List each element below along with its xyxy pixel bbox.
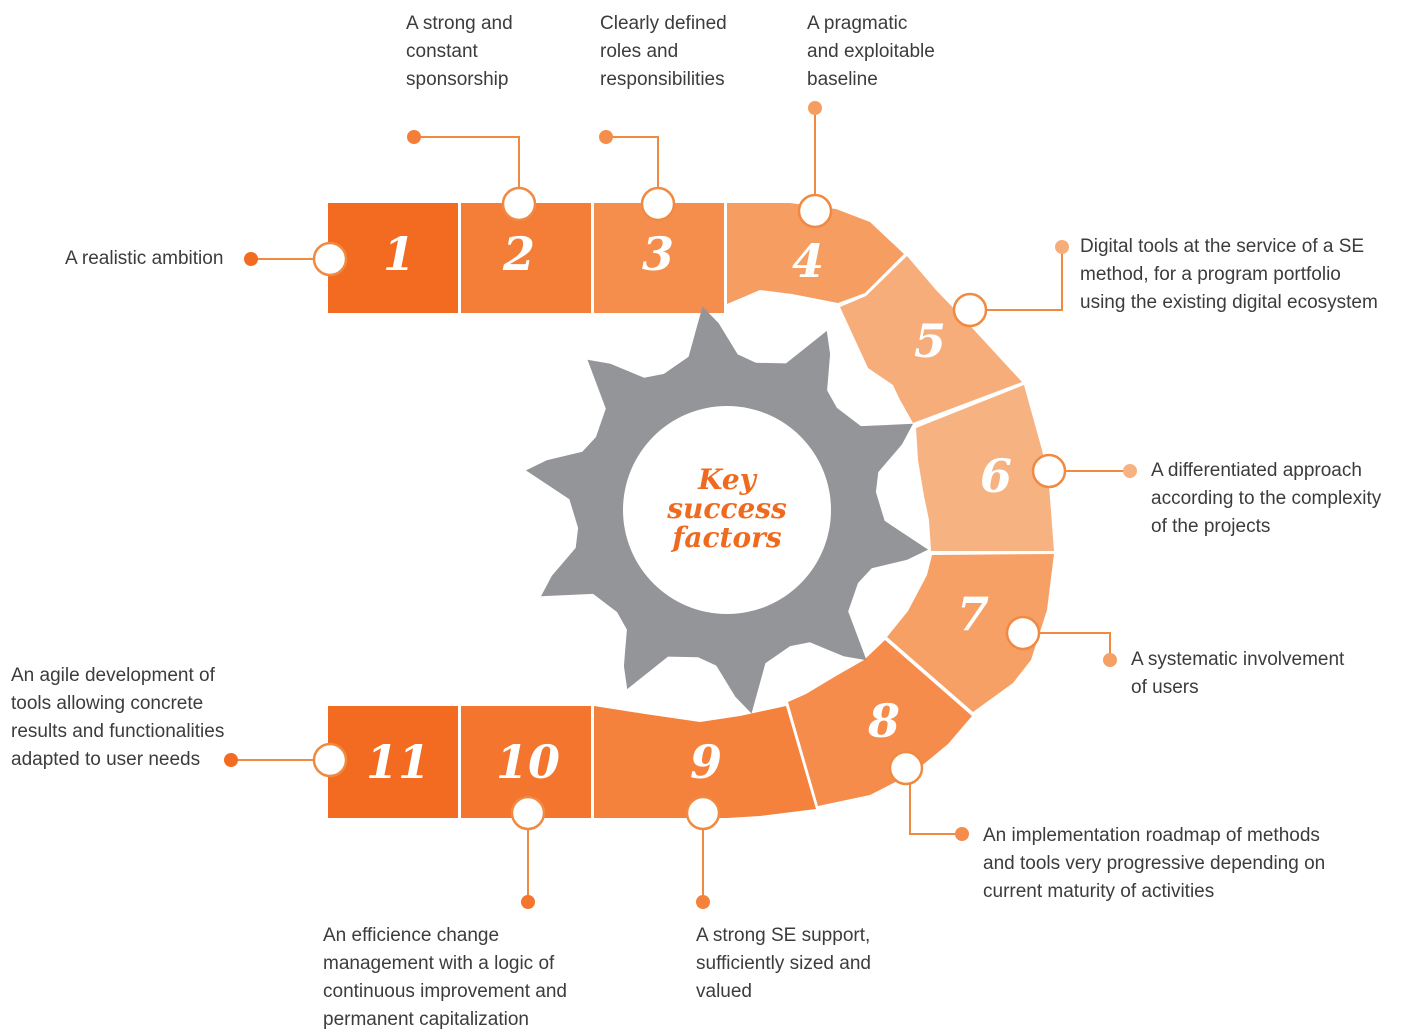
factor-label-2: A strong and constant sponsorship	[406, 13, 513, 90]
band	[328, 203, 1054, 818]
segment-2	[461, 203, 591, 313]
ring-10	[510, 795, 546, 831]
ring-8	[888, 750, 924, 786]
segment-7	[887, 554, 1054, 712]
factor-label-7: A systematic involvement of users	[1131, 649, 1345, 698]
segment-10	[461, 706, 591, 818]
connector-2	[414, 136, 520, 204]
number-9: 9	[690, 735, 722, 789]
dot-6	[1123, 464, 1137, 478]
segment-1	[328, 203, 458, 313]
segment-3	[594, 203, 724, 313]
ring-11	[312, 742, 348, 778]
factor-label-10: An efficience change management with a l…	[323, 925, 567, 1030]
segment-11	[328, 706, 458, 818]
segment-6	[916, 385, 1054, 551]
number-1: 1	[383, 227, 415, 281]
number-4: 4	[792, 234, 824, 288]
title-line-1: Key	[697, 463, 758, 496]
ring-9	[685, 795, 721, 831]
segment-4	[727, 203, 904, 304]
title-line-3: factors	[670, 521, 782, 554]
connectors	[231, 108, 1130, 902]
dot-2	[407, 130, 421, 144]
factor-label-9: A strong SE support, sufficiently sized …	[696, 925, 871, 1002]
connector-3	[606, 136, 659, 204]
dot-9	[696, 895, 710, 909]
connector-rings	[312, 186, 1067, 831]
gear-hub	[623, 406, 831, 614]
number-10: 10	[496, 735, 560, 789]
ring-6	[1031, 453, 1067, 489]
connector-7	[1023, 632, 1111, 660]
number-3: 3	[642, 227, 674, 281]
endpoint-dots	[224, 101, 1137, 909]
factor-label-1: A realistic ambition	[65, 248, 224, 269]
factor-label-4: A pragmatic and exploitable baseline	[807, 13, 935, 90]
dot-10	[521, 895, 535, 909]
ring-2	[501, 186, 537, 222]
factor-label-8: An implementation roadmap of methods and…	[983, 825, 1326, 902]
number-6: 6	[980, 449, 1012, 503]
number-8: 8	[867, 694, 900, 748]
factor-label-3: Clearly defined roles and responsibiliti…	[600, 13, 727, 90]
segment-9	[594, 706, 816, 818]
connector-5	[970, 247, 1063, 311]
factor-label-5: Digital tools at the service of a SE met…	[1080, 236, 1378, 313]
dot-5	[1055, 240, 1069, 254]
ring-1	[312, 241, 348, 277]
dot-4	[808, 101, 822, 115]
dot-8	[955, 827, 969, 841]
dot-7	[1103, 653, 1117, 667]
dot-3	[599, 130, 613, 144]
factor-label-6: A differentiated approach according to t…	[1151, 460, 1382, 537]
number-2: 2	[502, 227, 535, 281]
dot-11	[224, 753, 238, 767]
ring-5	[952, 292, 988, 328]
dot-1	[244, 252, 258, 266]
number-11: 11	[366, 735, 430, 789]
ring-3	[640, 186, 676, 222]
number-5: 5	[914, 314, 946, 368]
title-line-2: success	[666, 492, 787, 525]
segment-5	[840, 256, 1022, 423]
gear	[525, 306, 929, 714]
factor-label-11: An agile development of tools allowing c…	[11, 665, 225, 770]
number-7: 7	[957, 587, 989, 641]
ring-7	[1005, 615, 1041, 651]
ring-4	[797, 193, 833, 229]
connector-8	[909, 768, 962, 835]
segment-8	[788, 640, 972, 806]
